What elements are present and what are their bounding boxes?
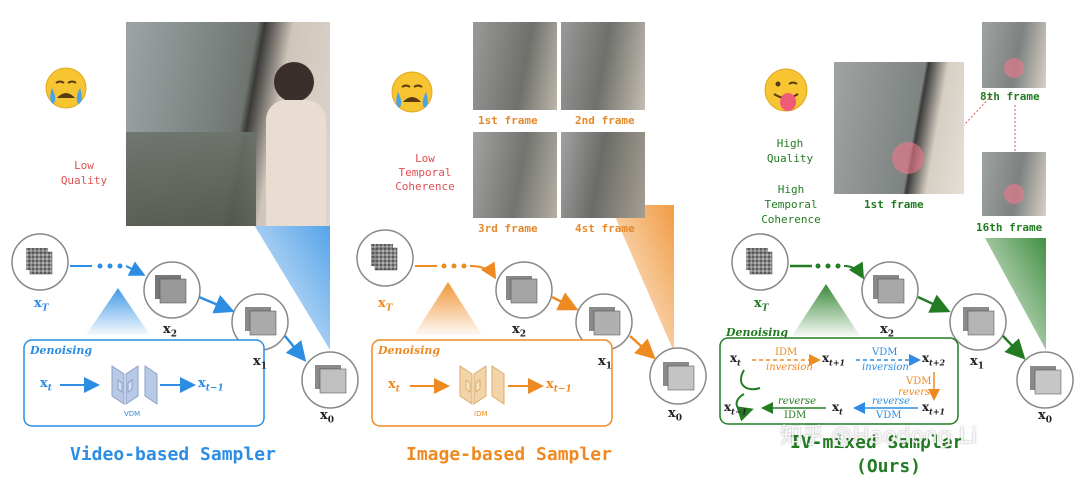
left-xt-label: xt	[40, 376, 52, 394]
cone-mid-small	[414, 282, 482, 335]
vdm-reverse2-label-1: reverse	[872, 396, 911, 407]
right-circle-x2	[861, 261, 919, 319]
right-title-line2: (Ours)	[856, 456, 922, 477]
mid-frame-4	[561, 132, 645, 218]
right-coherence-label: High Temporal Coherence	[761, 183, 821, 226]
mid-circle-x2	[495, 261, 553, 319]
right-title-line1: IV-mixed Sampler	[790, 432, 964, 453]
idm-inversion-label-1: IDM	[775, 347, 798, 358]
vdm-reverse-label-2: reverse	[898, 387, 937, 398]
left-circle-x0	[301, 351, 359, 409]
mid-frame-2	[561, 22, 645, 110]
idm-block-icon	[459, 365, 505, 405]
tongue-emoji-right	[762, 68, 810, 116]
left-x2-label: x2	[163, 322, 178, 340]
watermark: 知乎 @Haodong Li	[780, 424, 978, 449]
mid-quality-label: Low Temporal Coherence	[395, 152, 455, 193]
mid-frame-4-label: 4st frame	[575, 222, 635, 235]
right-circle-x1	[949, 293, 1007, 351]
mid-title: Image-based Sampler	[406, 444, 612, 465]
left-x0-label: x0	[320, 408, 335, 426]
left-xT-label: xT	[34, 296, 49, 314]
mid-x2-label: x2	[512, 322, 527, 340]
left-denoising-label: Denoising	[30, 344, 93, 357]
mid-circle-x1	[575, 293, 633, 351]
right-quality-label: High Quality	[766, 137, 814, 165]
crying-emoji-left	[44, 66, 88, 110]
left-x1-label: x1	[253, 354, 268, 372]
right-frame-1-label: 1st frame	[864, 198, 924, 211]
mid-frame-3-label: 3rd frame	[478, 222, 538, 235]
mid-frame-1-label: 1st frame	[478, 114, 538, 127]
right-circle-xT	[731, 233, 789, 291]
right-xt+1b-label: xt+1	[922, 400, 946, 417]
left-vdm-label: VDM	[124, 410, 141, 418]
right-xt-1-label: xt−1	[724, 400, 748, 417]
mid-xt-1-label: xt−1	[546, 377, 572, 395]
right-x0-label: x0	[1038, 408, 1053, 426]
mid-x1-label: x1	[598, 354, 613, 372]
idm-reverse-label-1: reverse	[778, 396, 817, 407]
right-x1-label: x1	[970, 354, 985, 372]
left-generated-image	[126, 22, 330, 226]
vdm-block-icon	[111, 365, 158, 405]
left-circle-x2	[143, 261, 201, 319]
left-title: Video-based Sampler	[70, 444, 276, 465]
vdm-inversion-label-1: VDM	[872, 347, 898, 358]
right-denoising-label: Denoising	[726, 326, 789, 339]
idm-inversion-label-2: inversion	[766, 362, 813, 373]
right-circle-x0	[1016, 351, 1074, 409]
mid-xt-label: xt	[388, 377, 400, 395]
mid-frame-3	[473, 132, 557, 218]
right-frame-8-label: 8th frame	[980, 90, 1040, 103]
mid-x0-label: x0	[668, 406, 683, 424]
right-frame-8	[982, 22, 1046, 88]
right-x2-label: x2	[880, 322, 895, 340]
vdm-reverse2-label-2: VDM	[876, 410, 902, 421]
right-frame-16-label: 16th frame	[976, 221, 1043, 234]
mid-frame-2-label: 2nd frame	[575, 114, 635, 127]
right-xT-label: xT	[754, 296, 769, 314]
cone-mid-big	[610, 205, 674, 352]
left-quality-label: Low Quality	[60, 159, 108, 187]
cone-right-small	[792, 284, 860, 336]
idm-reverse-label-2: IDM	[784, 410, 807, 421]
right-frame-16	[982, 152, 1046, 216]
right-xt-label: xt	[730, 351, 741, 368]
mid-frame-1	[473, 22, 557, 110]
right-xt+1-label: xt+1	[822, 351, 846, 368]
left-circle-x1	[231, 293, 289, 351]
right-xt+2-label: xt+2	[922, 351, 946, 368]
right-xt-b-label: xt	[832, 400, 843, 417]
vdm-reverse-label-1: VDM	[906, 376, 932, 387]
left-circle-xT	[11, 233, 69, 291]
mid-circle-xT	[356, 229, 414, 287]
mid-xT-label: xT	[378, 296, 393, 314]
mid-denoising-label: Denoising	[378, 344, 441, 357]
mid-idm-label: IDM	[474, 410, 488, 418]
mid-circle-x0	[649, 347, 707, 405]
cone-left-small	[86, 288, 150, 335]
right-frame-1	[834, 62, 964, 194]
cone-left-big	[245, 210, 330, 350]
vdm-inversion-label-2: inversion	[862, 362, 909, 373]
left-denoising-box	[23, 339, 265, 427]
left-xt-1-label: xt−1	[198, 376, 224, 394]
cone-right-big	[985, 238, 1046, 350]
crying-emoji-middle	[390, 70, 434, 114]
